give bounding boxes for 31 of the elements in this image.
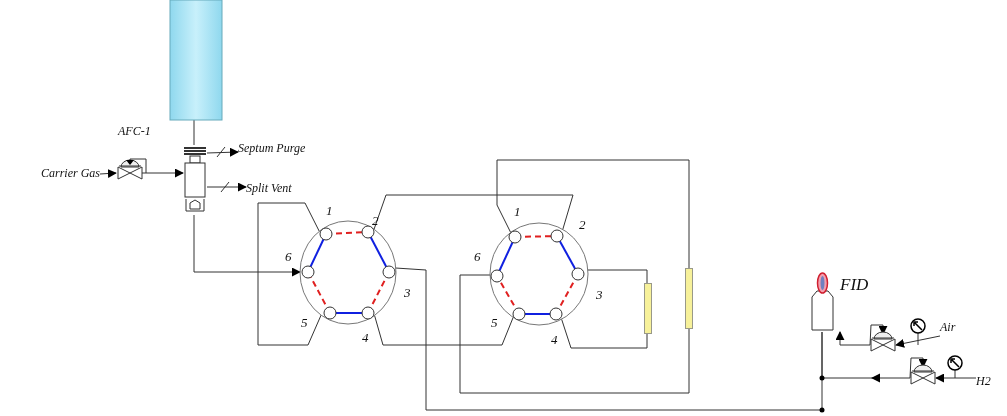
gas-label: Air [940, 321, 956, 333]
pipe-line [561, 318, 648, 349]
port-number: 2 [372, 214, 379, 227]
pipe-line [257, 202, 322, 346]
detector-label: FID [840, 276, 869, 293]
pipe-line [373, 194, 574, 230]
port-number: 2 [579, 218, 586, 231]
arrow [835, 331, 871, 346]
outlet-label: Split Vent [246, 182, 292, 194]
outlet-label: Septum Purge [238, 142, 306, 154]
port-number: 4 [362, 331, 369, 344]
port-number: 1 [514, 205, 521, 218]
port-number: 5 [301, 316, 308, 329]
port-number: 6 [474, 250, 481, 263]
port-number: 3 [596, 288, 603, 301]
arrow [153, 168, 184, 178]
inlet-label: Carrier Gas [41, 167, 100, 179]
port-number: 5 [491, 316, 498, 329]
pipe-line [459, 274, 690, 394]
port-number: 4 [551, 333, 558, 346]
port-number: 3 [404, 286, 411, 299]
arrow [193, 214, 301, 277]
pipe-line [374, 314, 514, 346]
port-number: 1 [326, 204, 333, 217]
arrow [99, 169, 117, 178]
pipe-line [587, 269, 648, 284]
pipe-line [496, 159, 690, 269]
gas-label: H2 [976, 375, 991, 387]
pipe-line [193, 119, 195, 146]
valve-label: AFC-1 [118, 125, 151, 137]
port-number: 6 [285, 250, 292, 263]
